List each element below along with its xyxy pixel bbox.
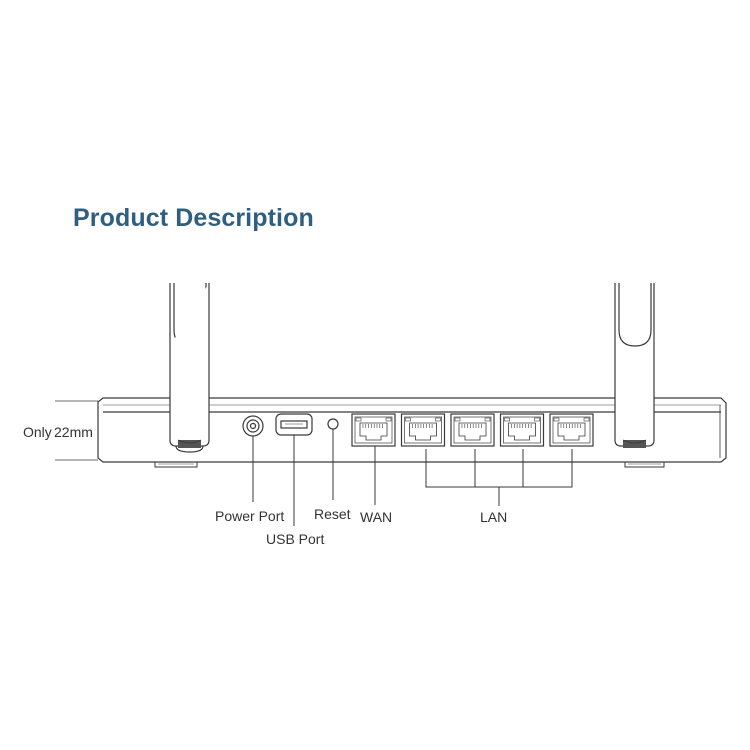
- wan-label: WAN: [360, 509, 392, 525]
- lan-label: LAN: [480, 509, 507, 525]
- reset-label: Reset: [314, 506, 351, 522]
- antenna-right: [614, 283, 655, 448]
- dimension-value: 22mm: [54, 424, 93, 440]
- router-illustration: [55, 283, 727, 526]
- antenna-left: [169, 283, 210, 453]
- lan-port-3: [499, 413, 545, 447]
- lan-port-2: [450, 413, 495, 447]
- lan-bracket: [425, 449, 573, 506]
- lan-port-4: [549, 413, 594, 447]
- foot-left: [154, 462, 198, 468]
- dimension-lines: [55, 400, 98, 461]
- power-port-label: Power Port: [215, 508, 284, 524]
- dimension-prefix: Only: [23, 424, 52, 440]
- wan-port: [351, 413, 396, 447]
- lan-port-1: [400, 413, 446, 447]
- foot-right: [624, 462, 665, 468]
- usb-port-label: USB Port: [266, 531, 324, 547]
- callout-lines: [252, 429, 573, 526]
- page-title: Product Description: [73, 204, 314, 232]
